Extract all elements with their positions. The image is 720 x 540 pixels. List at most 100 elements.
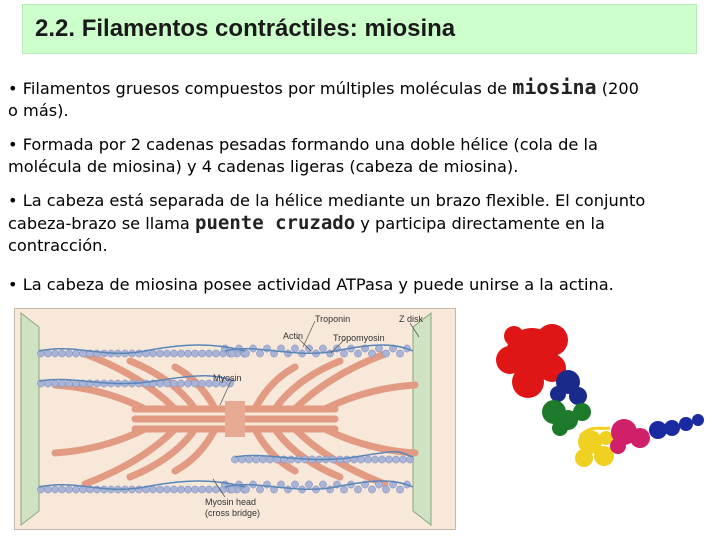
label-myosin: Myosin xyxy=(213,373,242,383)
label-myosin-head: Myosin head xyxy=(205,497,257,507)
actin-bead xyxy=(371,455,379,464)
actin-bead xyxy=(245,455,253,464)
slide-title: 2.2. Filamentos contráctiles: miosina xyxy=(35,15,456,42)
actin-bead xyxy=(149,349,157,358)
actin-bead xyxy=(382,349,390,358)
light-chain-blue xyxy=(550,370,587,405)
actin-bead xyxy=(100,349,108,358)
bullet-1-emphasis: miosina xyxy=(512,75,597,99)
actin-bead xyxy=(170,379,178,388)
actin-bead xyxy=(177,379,185,388)
domain-green xyxy=(542,400,591,436)
actin-bead xyxy=(58,349,66,358)
actin-bead xyxy=(205,379,213,388)
actin-bead xyxy=(205,349,213,358)
actin-bead xyxy=(163,349,171,358)
actin-bead xyxy=(284,485,292,494)
actin-bead xyxy=(294,455,302,464)
actin-bead xyxy=(191,349,199,358)
actin-bead xyxy=(319,344,327,353)
myosin-molecule-illustration xyxy=(496,324,704,467)
actin-bead xyxy=(177,349,185,358)
actin-bead xyxy=(100,485,108,494)
actin-bead xyxy=(142,379,150,388)
actin-bead xyxy=(198,485,206,494)
actin-bead xyxy=(51,485,59,494)
actin-bead xyxy=(242,349,250,358)
actin-bead xyxy=(65,485,73,494)
actin-bead xyxy=(212,349,220,358)
actin-bead xyxy=(184,485,192,494)
actin-bead xyxy=(368,485,376,494)
z-disk-left xyxy=(20,311,40,527)
label-cross-bridge: (cross bridge) xyxy=(205,508,261,518)
actin-bead xyxy=(58,485,66,494)
bullet-1-text-post: (200 xyxy=(596,79,639,98)
bullet-4-line-1: • La cabeza de miosina posee actividad A… xyxy=(8,275,614,294)
bullet-3: • La cabeza está separada de la hélice m… xyxy=(8,190,708,257)
actin-bead xyxy=(228,485,236,494)
actin-bead xyxy=(343,455,351,464)
light-chain-magenta xyxy=(610,419,650,454)
actin-bead xyxy=(396,349,404,358)
bullet-1-line-2: o más). xyxy=(8,101,69,120)
actin-bead xyxy=(198,379,206,388)
actin-bead xyxy=(191,379,199,388)
label-troponin: Troponin xyxy=(315,314,351,324)
actin-bead xyxy=(259,455,267,464)
bullet-1: • Filamentos gruesos compuestos por múlt… xyxy=(8,76,708,122)
bullet-3-line-1: • La cabeza está separada de la hélice m… xyxy=(8,191,646,210)
sarcomere-illustration xyxy=(20,311,432,527)
actin-bead xyxy=(392,455,400,464)
actin-bead xyxy=(284,349,292,358)
actin-bead xyxy=(72,485,80,494)
actin-bead xyxy=(149,485,157,494)
actin-bead xyxy=(291,344,299,353)
actin-bead xyxy=(382,485,390,494)
actin-bead xyxy=(44,379,52,388)
bullet-2-line-1: • Formada por 2 cadenas pesadas formando… xyxy=(8,135,598,154)
actin-bead xyxy=(399,455,407,464)
actin-bead xyxy=(340,349,348,358)
actin-bead xyxy=(65,349,73,358)
actin-bead xyxy=(368,349,376,358)
myosin-molecule-model xyxy=(490,320,712,478)
actin-bead xyxy=(170,485,178,494)
z-disk-right xyxy=(412,311,432,527)
actin-bead xyxy=(364,455,372,464)
actin-bead xyxy=(93,379,101,388)
m-line xyxy=(225,401,245,437)
actin-bead xyxy=(228,349,236,358)
actin-bead xyxy=(44,485,52,494)
bullet-3-line-3: contracción. xyxy=(8,236,108,255)
actin-bead xyxy=(156,349,164,358)
actin-bead xyxy=(385,455,393,464)
actin-bead xyxy=(205,485,213,494)
bullet-3-text-pre: cabeza-brazo se llama xyxy=(8,214,195,233)
actin-bead xyxy=(319,480,327,489)
leader-lines xyxy=(212,320,420,498)
bullet-2-line-2: molécula de miosina) y 4 cadenas ligeras… xyxy=(8,157,519,176)
label-z-disk: Z disk xyxy=(399,314,424,324)
chain-link xyxy=(578,426,611,438)
actin-bead xyxy=(305,480,313,489)
actin-bead xyxy=(198,349,206,358)
actin-bead xyxy=(163,485,171,494)
bullet-4: • La cabeza de miosina posee actividad A… xyxy=(8,274,708,296)
bullet-1-text-pre: • Filamentos gruesos compuestos por múlt… xyxy=(8,79,513,98)
actin-bead xyxy=(184,379,192,388)
actin-bead xyxy=(242,485,250,494)
actin-bead xyxy=(170,349,178,358)
light-chain-yellow xyxy=(575,430,614,467)
label-tropomyosin: Tropomyosin xyxy=(333,333,385,343)
actin-bead xyxy=(252,455,260,464)
actin-bead xyxy=(375,344,383,353)
actin-bead xyxy=(375,480,383,489)
actin-bead xyxy=(58,379,66,388)
actin-bead xyxy=(65,379,73,388)
actin-bead xyxy=(291,480,299,489)
actin-bead xyxy=(51,349,59,358)
actin-bead xyxy=(177,485,185,494)
bullet-2: • Formada por 2 cadenas pesadas formando… xyxy=(8,134,708,178)
actin-bead xyxy=(44,349,52,358)
